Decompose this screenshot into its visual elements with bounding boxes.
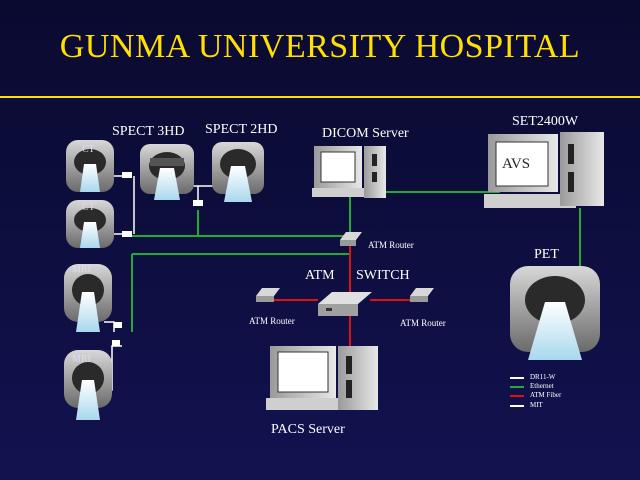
atm-router-left [256, 288, 280, 302]
legend-label-atm-fiber: ATM Fiber [530, 391, 562, 399]
atm-router-right [410, 288, 434, 302]
spect-2hd-scanner [212, 142, 264, 202]
legend [510, 377, 524, 407]
label-atm: ATM [305, 268, 335, 283]
slide-title: GUNMA UNIVERSITY HOSPITAL [59, 28, 581, 65]
label-atm-router-right: ATM Router [400, 318, 446, 328]
legend-label-ethernet: Ethernet [530, 382, 554, 390]
ct-scanner-2 [66, 200, 114, 248]
label-avs: AVS [502, 156, 531, 172]
legend-label-dr11w: DR11-W [530, 373, 556, 381]
atm-router-top [340, 232, 362, 246]
label-pet: PET [534, 247, 559, 262]
atm-fiber-links [272, 246, 414, 346]
label-ct-1: CT [82, 144, 95, 155]
set2400w-workstation [484, 132, 604, 208]
label-mri-1: MRI [72, 264, 91, 275]
label-pacs-server: PACS Server [271, 422, 345, 437]
label-ct-2: CT [82, 202, 95, 213]
label-spect-3hd: SPECT 3HD [112, 124, 185, 139]
label-spect-2hd: SPECT 2HD [205, 122, 278, 137]
connector-nodes [112, 172, 203, 346]
mri-scanner-1 [64, 264, 112, 332]
ct-scanner-1 [66, 140, 114, 192]
legend-label-mit: MIT [530, 401, 543, 409]
atm-switch [318, 292, 372, 316]
title-divider [0, 96, 640, 98]
label-set2400w: SET2400W [512, 114, 579, 129]
dr11w-links [104, 175, 218, 391]
label-dicom-server: DICOM Server [322, 126, 409, 141]
label-atm-router-left: ATM Router [249, 316, 295, 326]
dicom-server [312, 146, 386, 198]
spect-3hd-scanner [140, 144, 194, 200]
label-atm-router-top: ATM Router [368, 240, 414, 250]
label-switch: SWITCH [356, 268, 410, 283]
mri-scanner-2 [64, 350, 112, 420]
pacs-server [266, 346, 378, 410]
label-mri-2: MRI [72, 354, 91, 365]
pet-scanner [510, 266, 600, 360]
